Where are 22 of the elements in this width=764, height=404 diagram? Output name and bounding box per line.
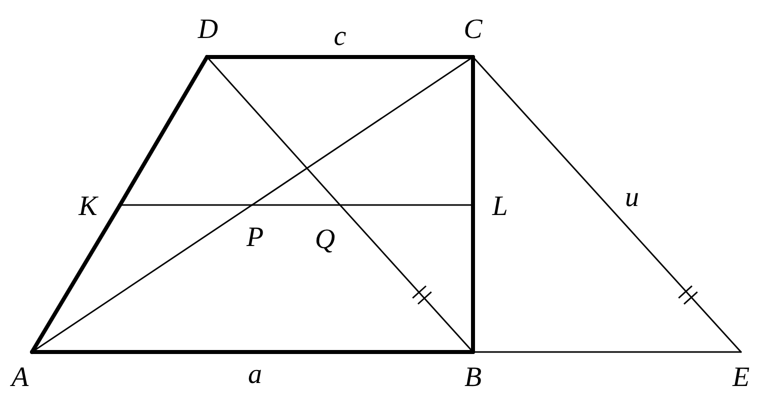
- point-label: Q: [312, 226, 338, 254]
- line-segment: [119, 204, 253, 206]
- point-label: L: [490, 193, 510, 221]
- line-segment: [339, 204, 474, 206]
- line-segment: [339, 204, 474, 353]
- point-label: B: [462, 364, 484, 392]
- line-segment: [471, 203, 475, 354]
- point-label: A: [9, 364, 31, 392]
- point-label: E: [730, 364, 752, 392]
- point-label: K: [76, 193, 100, 221]
- point-label: P: [244, 224, 266, 252]
- line-segment: [472, 351, 742, 353]
- line-segment: [206, 56, 341, 206]
- line-segment: [251, 204, 341, 206]
- line-segment: [472, 56, 742, 353]
- line-segment: [205, 55, 475, 59]
- line-segment: [118, 55, 209, 207]
- point-label: D: [196, 16, 220, 44]
- line-segment: [30, 350, 475, 354]
- line-segment: [471, 55, 475, 207]
- line-segment: [251, 56, 474, 206]
- point-label: C: [462, 16, 484, 44]
